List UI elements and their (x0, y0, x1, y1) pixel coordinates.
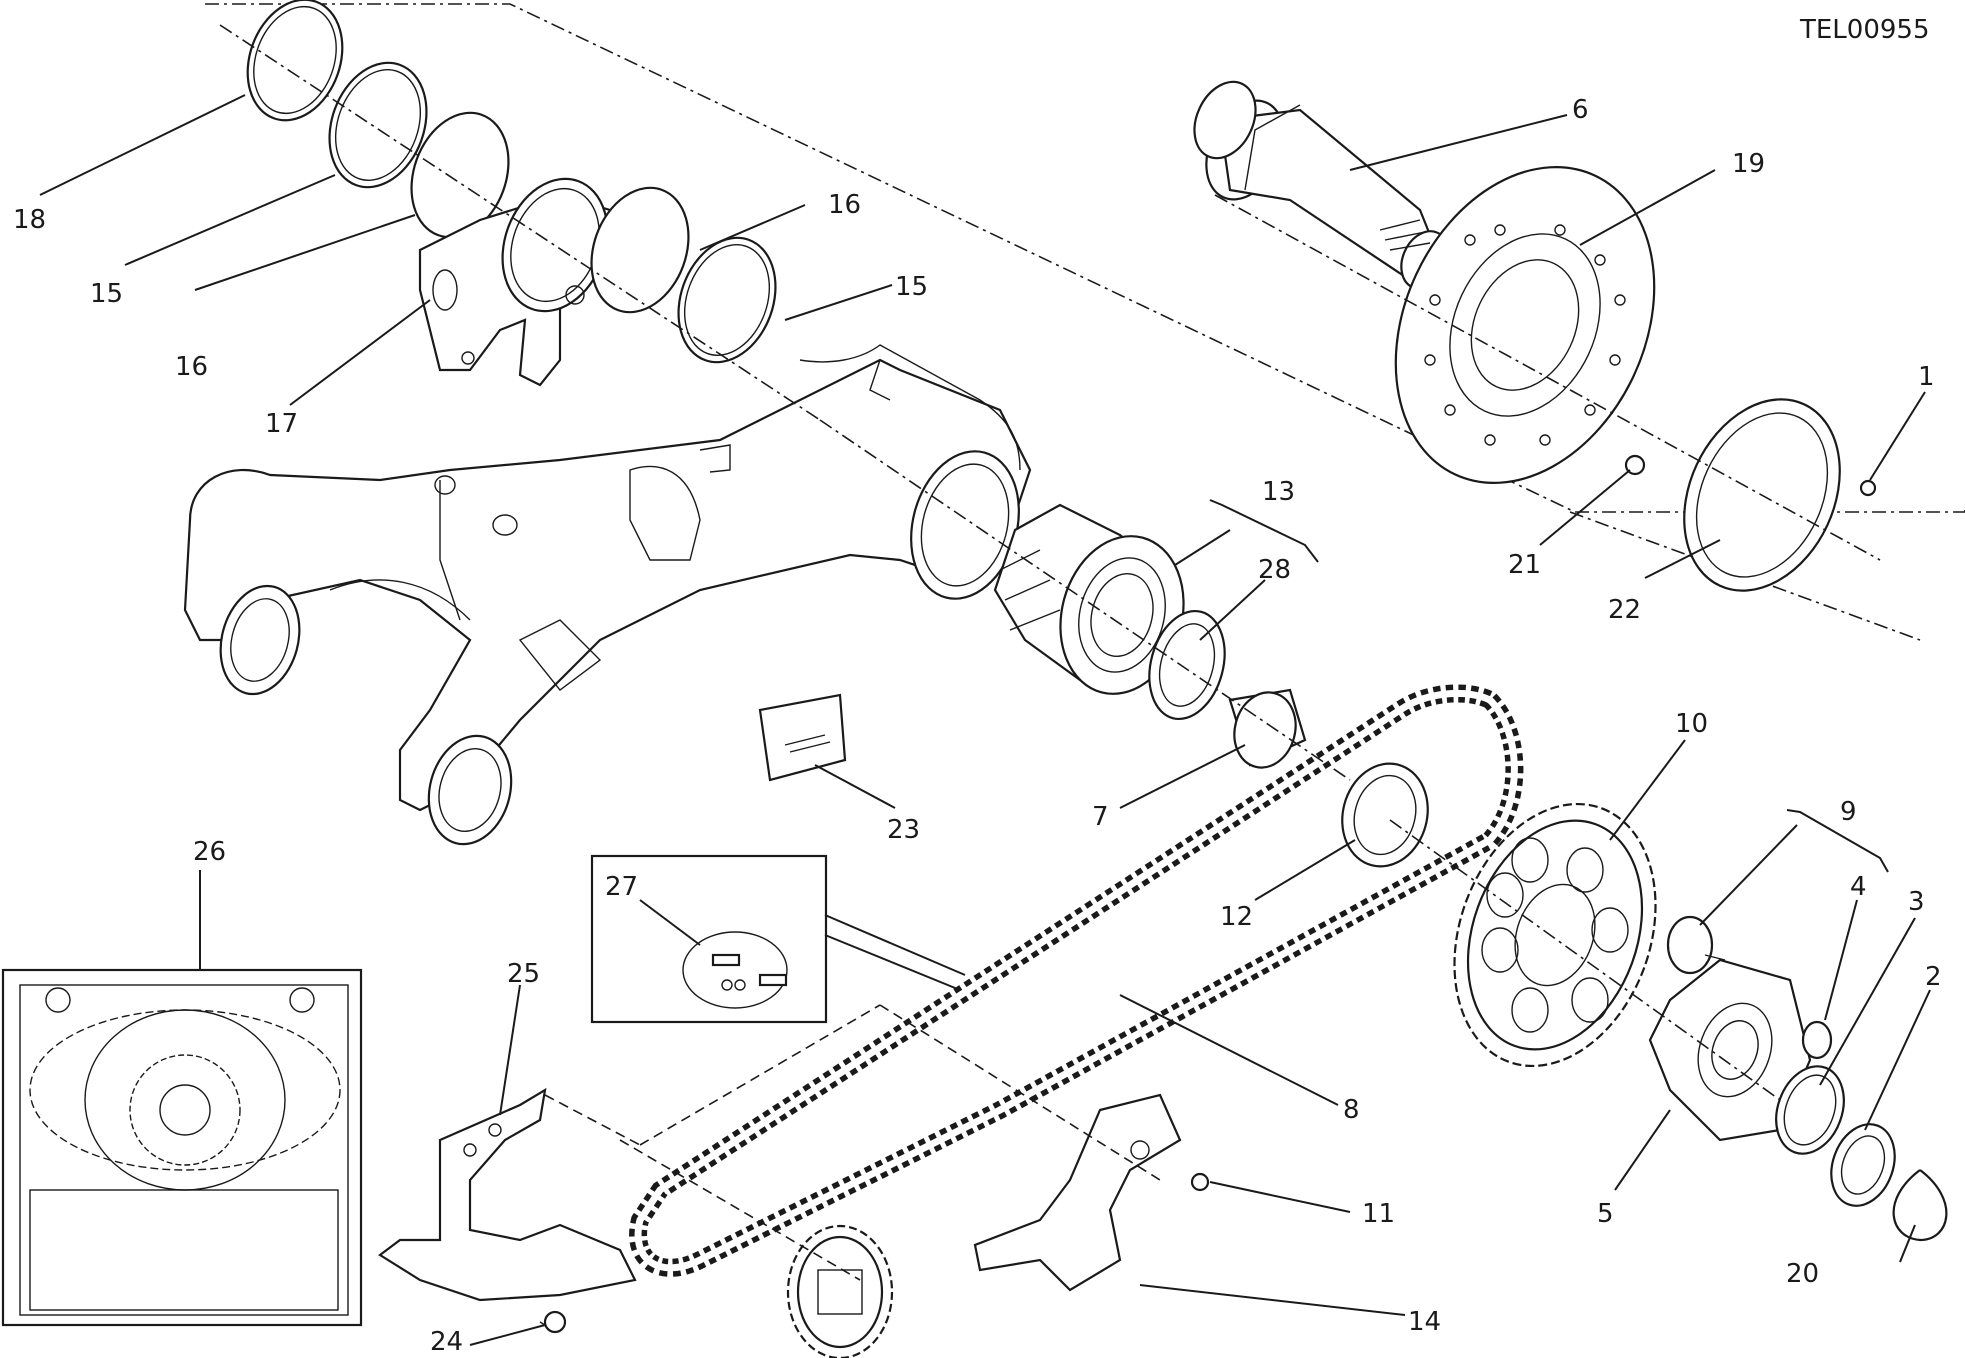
ring-nut (1830, 1123, 1896, 1207)
callout-25: 25 (507, 959, 540, 989)
callout-16: 16 (828, 190, 861, 220)
callout-27: 27 (605, 872, 638, 902)
screw (1859, 479, 1877, 497)
callout-labels: 1 2 3 4 5 6 7 8 9 10 11 12 13 14 15 15 1… (13, 95, 1942, 1357)
o-ring (590, 186, 690, 314)
sprocket-cover (973, 1093, 1182, 1292)
seal (1148, 609, 1226, 721)
callout-24: 24 (430, 1327, 463, 1357)
rear-wheel-axle (1193, 80, 1450, 290)
group-boundary-lower (1569, 511, 1921, 641)
callout-12: 12 (1220, 902, 1253, 932)
callout-11: 11 (1362, 1199, 1395, 1229)
callout-16: 16 (175, 352, 208, 382)
callout-5: 5 (1597, 1199, 1614, 1229)
callout-3: 3 (1908, 887, 1925, 917)
seal-ring (328, 61, 428, 189)
bracket-9 (1786, 809, 1889, 873)
callout-23: 23 (887, 815, 920, 845)
brake-disc (1394, 165, 1656, 485)
leader-lines (39, 94, 1931, 1346)
callout-10: 10 (1675, 709, 1708, 739)
callout-17: 17 (265, 409, 298, 439)
callout-8: 8 (1343, 1095, 1360, 1125)
eccentric-bearing-housing (993, 503, 1185, 695)
callout-22: 22 (1608, 595, 1641, 625)
front-sprocket (786, 1224, 894, 1358)
spacer (1228, 688, 1307, 769)
reflector-plate (758, 693, 847, 782)
assembly-axis (879, 1004, 1161, 1181)
callout-15: 15 (90, 279, 123, 309)
callout-20: 20 (1786, 1259, 1819, 1289)
drawing-code: TEL00955 (1799, 15, 1930, 45)
assembly-axis (544, 1094, 641, 1146)
screw (539, 1310, 567, 1334)
callout-6: 6 (1572, 95, 1589, 125)
assembly-axis (219, 24, 821, 421)
bearing (1666, 915, 1726, 975)
assembly-axis (1214, 194, 1881, 561)
callout-28: 28 (1258, 555, 1291, 585)
callout-18: 18 (13, 205, 46, 235)
bracket-13 (1209, 499, 1319, 563)
chain-guard (378, 1087, 637, 1302)
callout-14: 14 (1408, 1307, 1441, 1337)
callout-21: 21 (1508, 550, 1541, 580)
callout-26: 26 (193, 837, 226, 867)
spacer-ring (1341, 762, 1429, 868)
sprocket-detail-inset (1, 968, 363, 1327)
callout-13: 13 (1262, 477, 1295, 507)
callout-4: 4 (1850, 872, 1867, 902)
assembly-axis (619, 1139, 861, 1281)
callout-19: 19 (1732, 149, 1765, 179)
chain-link-inset (590, 854, 828, 1024)
callout-15: 15 (895, 272, 928, 302)
screw (1624, 454, 1646, 476)
rear-sprocket (1453, 802, 1657, 1068)
screw (1190, 1172, 1210, 1192)
callout-1: 1 (1918, 362, 1935, 392)
nut (1801, 1020, 1833, 1060)
assembly-axis (819, 419, 1351, 781)
callout-2: 2 (1925, 962, 1942, 992)
assembly-axis (639, 1004, 881, 1146)
swingarm (183, 344, 1032, 846)
seal-ring (677, 236, 777, 364)
o-ring (410, 111, 510, 239)
eccentric-hub-carrier (418, 177, 612, 387)
drive-chain (629, 684, 1524, 1277)
callout-9: 9 (1840, 797, 1857, 827)
circlip (1892, 1169, 1948, 1242)
callout-7: 7 (1092, 802, 1109, 832)
